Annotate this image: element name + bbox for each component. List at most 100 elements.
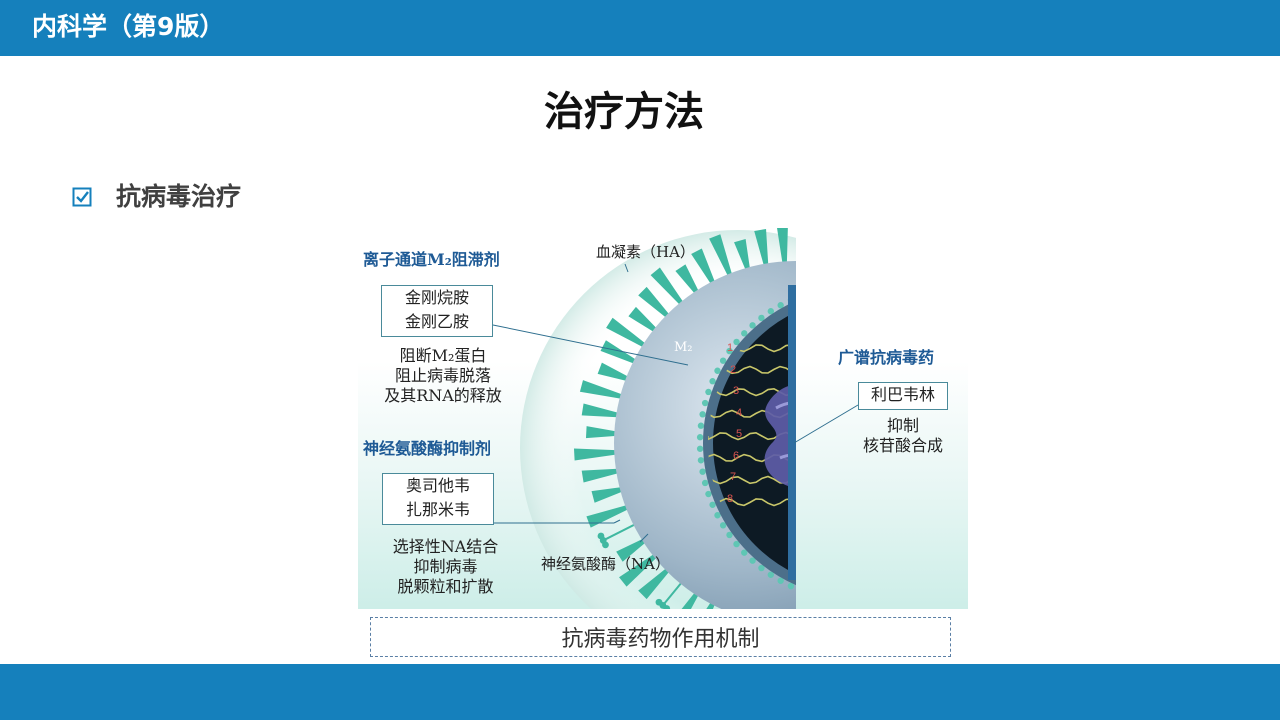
segment-number: 2 [730, 363, 737, 376]
lipid-bead [809, 288, 815, 294]
lipid-bead [749, 557, 756, 564]
lipid-bead [767, 308, 775, 315]
m2-drug-box: 金刚烷胺 金刚乙胺 [381, 285, 493, 337]
lipid-bead [777, 577, 784, 584]
ha-label: 血凝素（HA） [596, 243, 695, 261]
broad-spectrum-heading: 广谱抗病毒药 [838, 348, 935, 367]
hemagglutinin-spike [585, 426, 619, 439]
ha-pointer-line [624, 263, 629, 273]
lipid-bead [855, 598, 861, 604]
m2-mechanism-text: 阻断M₂蛋白 阻止病毒脱落 及其RNA的释放 [368, 346, 518, 406]
lipid-bead [726, 531, 733, 539]
lipid-bead [777, 302, 784, 309]
lipid-bead [699, 411, 706, 418]
lipid-bead [701, 399, 709, 407]
cut-edge [788, 285, 796, 580]
virus-particle [520, 228, 861, 609]
surface-spikes [573, 228, 788, 609]
m2-protein-label: M₂ [674, 340, 693, 355]
figure-caption: 抗病毒药物作用机制 [370, 617, 951, 657]
lipid-bilayer [696, 282, 861, 604]
broad-drug-box: 利巴韦林 [858, 382, 948, 410]
na-label-pointer [639, 533, 649, 543]
segment-number: 8 [727, 492, 734, 505]
lipid-bead [697, 457, 705, 464]
segment-number: 6 [733, 449, 740, 462]
lipid-bead [820, 286, 826, 292]
lipid-bead [705, 490, 712, 498]
m2-mechanism-line: 阻断M₂蛋白 [399, 346, 487, 365]
lipid-bead [696, 445, 704, 452]
segment-number: 5 [736, 428, 743, 440]
influenza-virus-illustration [492, 228, 861, 609]
hemagglutinin-spike [619, 552, 659, 587]
na-label: 神经氨酸酶（NA） [541, 555, 670, 573]
matrix-layer [703, 300, 796, 586]
broad-mechanism-line: 核苷酸合成 [862, 436, 943, 455]
broad-mechanism-line: 抑制 [886, 416, 919, 435]
hemagglutinin-spike [675, 264, 700, 296]
lipid-bead [714, 512, 721, 519]
bullet-item: 抗病毒治疗 [72, 182, 241, 212]
lipid-bead [697, 422, 705, 429]
bullet-label: 抗病毒治疗 [116, 182, 242, 211]
hemagglutinin-spike [777, 228, 788, 266]
lipid-bead [709, 378, 716, 385]
hemagglutinin-spike [638, 286, 671, 320]
lipid-bead [719, 357, 727, 364]
lipid-bead [758, 314, 765, 322]
segment-number: 7 [730, 471, 737, 483]
na-mechanism-line: 抑制病毒 [413, 557, 478, 576]
lipid-bead [832, 283, 838, 289]
lipid-bead [832, 596, 838, 602]
header-bar: 内科学（第9版） [0, 0, 1280, 56]
lipid-bead [714, 367, 721, 374]
lipid-bead [787, 582, 795, 590]
drug-rimantadine: 金刚乙胺 [404, 312, 469, 331]
lipid-bead [843, 282, 849, 288]
hemagglutinin-spike [628, 306, 659, 334]
hemagglutinin-spike [579, 380, 625, 400]
hemagglutinin-spike [691, 248, 716, 286]
hemagglutinin-spike [581, 403, 621, 418]
lipid-bead [843, 597, 849, 603]
drug-ribavirin: 利巴韦林 [870, 385, 935, 404]
lipid-bead [726, 347, 733, 355]
na-inhibitor-heading: 神经氨酸酶抑制剂 [363, 439, 492, 458]
book-title: 内科学（第9版） [32, 12, 225, 41]
lipid-bead [855, 282, 861, 288]
ribavirin-pointer-line [793, 404, 859, 444]
segment-number: 1 [727, 342, 734, 354]
lipid-bead [719, 522, 727, 529]
lipid-bead [798, 292, 804, 298]
footer-bar [0, 664, 1280, 720]
na-mechanism-line: 脱颗粒和扩散 [397, 577, 494, 596]
lipid-bead [701, 479, 709, 487]
hemagglutinin-spike [681, 590, 700, 609]
m2-mechanism-line: 阻止病毒脱落 [394, 366, 491, 385]
lipid-bead [820, 594, 826, 600]
lipid-bead [709, 501, 716, 508]
lipid-bead [741, 549, 748, 556]
rna-polymerase-complex [764, 383, 796, 489]
lipid-bead [767, 571, 775, 578]
na-mechanism-line: 选择性NA结合 [392, 537, 499, 556]
lipid-bead [749, 322, 756, 329]
lipid-bead [733, 540, 740, 548]
hemagglutinin-spike [586, 504, 631, 528]
lipid-bead [758, 564, 765, 572]
checkbox-checked-icon [72, 187, 92, 207]
slide-title: 治疗方法 [544, 89, 704, 135]
hemagglutinin-spike [581, 468, 621, 483]
segment-number: 3 [733, 385, 740, 397]
na-mechanism-text: 选择性NA结合 抑制病毒 脱颗粒和扩散 [363, 537, 528, 597]
neuraminidase-spike [597, 522, 638, 549]
drug-oseltamivir: 奥司他韦 [405, 476, 470, 495]
broad-mechanism-text: 抑制 核苷酸合成 [848, 416, 958, 456]
hemagglutinin-spike [709, 234, 733, 279]
hemagglutinin-spike [600, 340, 639, 365]
drug-amantadine: 金刚烷胺 [404, 288, 469, 307]
hemagglutinin-spike [606, 317, 648, 349]
lipid-bead [798, 587, 804, 593]
